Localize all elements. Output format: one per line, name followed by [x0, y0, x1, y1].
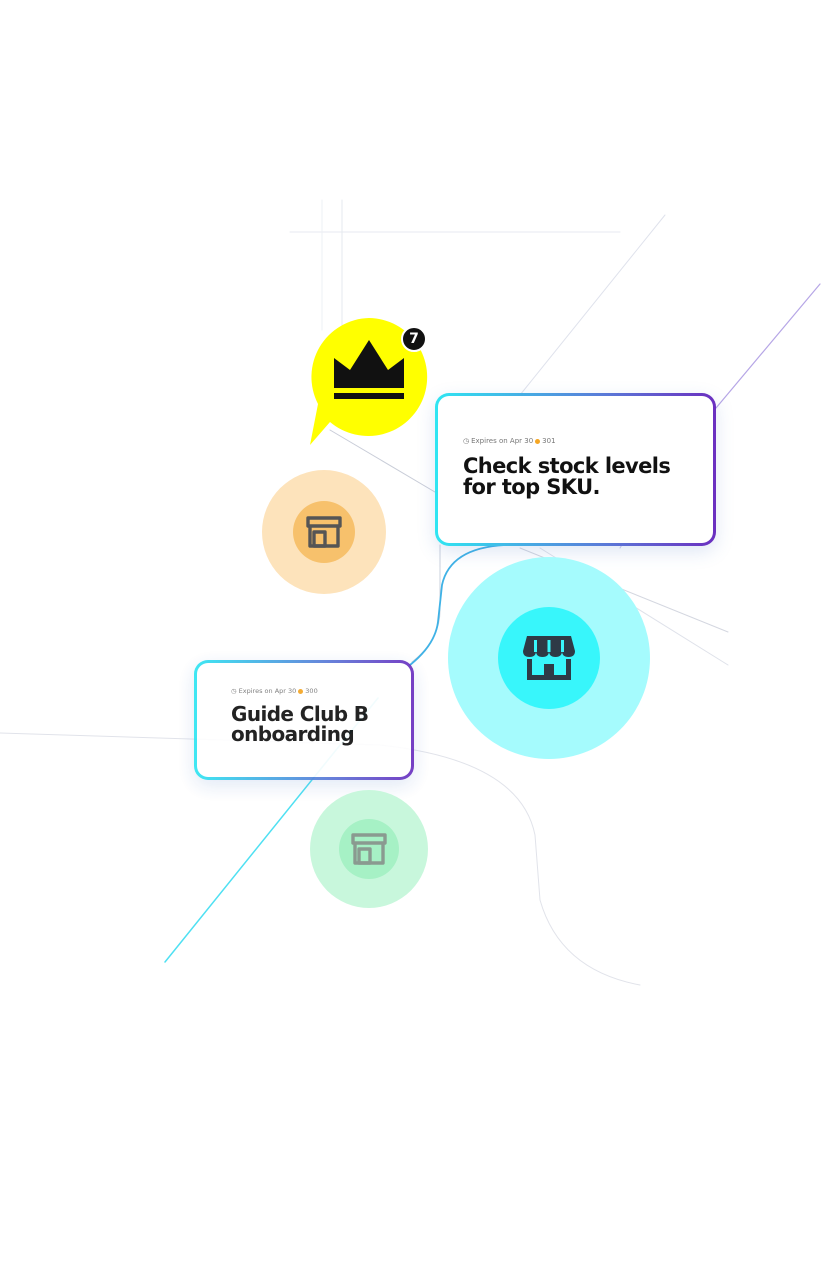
notification-badge: 7	[401, 326, 427, 352]
grid-line	[329, 429, 441, 496]
crown-icon	[334, 340, 404, 399]
points-value: 300	[305, 687, 318, 695]
grid-line	[715, 283, 821, 409]
store-bubble-cyan[interactable]	[448, 557, 650, 759]
clock-icon: ◷	[463, 437, 470, 445]
store-icon	[306, 516, 342, 548]
card-meta: ◷ Expires on Apr 30 301	[463, 437, 556, 445]
crown-marker[interactable]: 7	[310, 318, 428, 446]
store-icon	[351, 833, 387, 865]
crown-pin-shape	[310, 318, 428, 445]
card-title: Check stock levels for top SKU.	[463, 454, 671, 499]
store-icon	[523, 636, 575, 680]
points-icon	[298, 688, 304, 694]
store-bubble-green[interactable]	[310, 790, 428, 908]
grid-line	[519, 214, 666, 396]
grid-line	[0, 732, 641, 986]
grid-line	[411, 544, 441, 663]
task-card-onboarding[interactable]: ◷ Expires on Apr 30 300 Guide Club B onb…	[194, 660, 414, 780]
store-bubble-orange[interactable]	[262, 470, 386, 594]
points-value: 301	[542, 437, 556, 445]
card-meta: ◷ Expires on Apr 30 300	[231, 687, 318, 695]
connector-path	[409, 544, 506, 666]
points-icon	[535, 438, 541, 444]
clock-icon: ◷	[231, 687, 237, 695]
task-card-stock[interactable]: ◷ Expires on Apr 30 301 Check stock leve…	[435, 393, 716, 546]
expiry-label: Expires on Apr 30	[238, 687, 297, 695]
card-title: Guide Club B onboarding	[231, 702, 369, 746]
expiry-label: Expires on Apr 30	[471, 437, 534, 445]
